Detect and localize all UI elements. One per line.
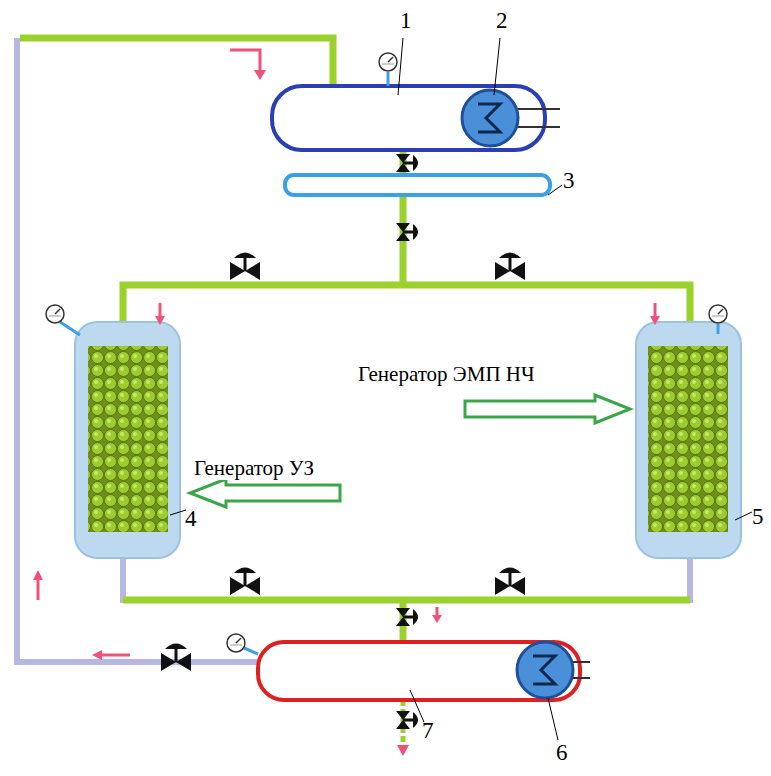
generator-label: Генератор ЭМП НЧ <box>356 363 537 386</box>
callout-number: 1 <box>400 8 412 33</box>
generator-label: Генератор УЗ <box>192 457 316 480</box>
callout-number: 5 <box>752 504 764 529</box>
callout-number: 4 <box>185 506 197 531</box>
callout-number: 3 <box>563 168 575 193</box>
callout-number: 2 <box>496 8 508 33</box>
callout-number: 7 <box>422 718 434 743</box>
callout-number: 6 <box>556 740 568 765</box>
